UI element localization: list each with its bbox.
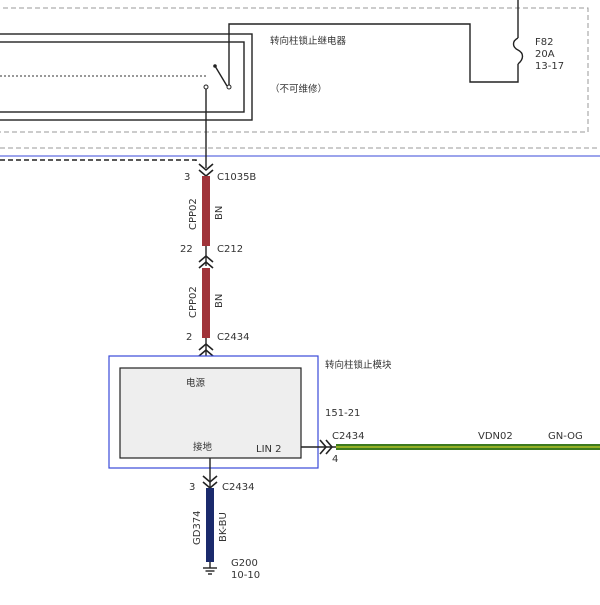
connector-c2434-top-pin: 2	[186, 332, 192, 343]
fuse-location: 13-17	[535, 61, 564, 72]
connector-c2434-top-label: C2434	[217, 332, 249, 343]
connector-c2434-lin-icon	[319, 439, 334, 455]
fuse-symbol-icon	[512, 37, 524, 65]
housing-dashed-bracket	[0, 159, 197, 163]
connector-c2434-ground-pin: 3	[189, 482, 195, 493]
connector-c212-label: C212	[217, 244, 243, 255]
ground-wire-circuit: GD374	[192, 510, 203, 545]
connector-c2434-ground-label: C2434	[222, 482, 254, 493]
relay-to-fuse-wire	[228, 23, 519, 85]
wire-segment-1-circuit: CPP02	[188, 198, 199, 230]
module-inner-box	[119, 367, 302, 459]
connector-c212-icon	[198, 254, 214, 269]
lin-wire-color: GN-OG	[548, 431, 583, 442]
relay-switch-arm	[214, 65, 228, 87]
ground-symbol-icon	[203, 567, 217, 575]
ground-wire	[206, 488, 214, 562]
fuse-id: F82	[535, 37, 553, 48]
wire-segment-1-color: BN	[214, 206, 225, 220]
wire-segment-2-color: BN	[214, 294, 225, 308]
module-power-label: 电源	[186, 377, 206, 389]
relay-switch-pivot	[213, 64, 217, 68]
relay-note: （不可维修）	[270, 83, 327, 95]
connector-c1035b-pin: 3	[184, 172, 190, 183]
module-title: 转向柱锁止模块	[325, 359, 392, 371]
ground-wire-color: BK-BU	[218, 512, 229, 542]
wire-segment-1	[202, 176, 210, 246]
module-page-ref: 151-21	[325, 408, 360, 419]
housing-dashed-border	[0, 7, 589, 133]
relay-contact-left	[203, 84, 209, 90]
ground-point-location: 10-10	[231, 570, 260, 581]
module-lin-label: LIN 2	[256, 444, 282, 455]
module-ground-label: 接地	[193, 441, 213, 453]
lin-wire-circuit: VDN02	[478, 431, 513, 442]
relay-inner-box	[0, 41, 245, 113]
ground-point-id: G200	[231, 558, 258, 569]
connector-c212-pin: 22	[180, 244, 193, 255]
wire-segment-2	[202, 268, 210, 338]
relay-contact-right	[226, 84, 232, 90]
connector-c1035b-label: C1035B	[217, 172, 256, 183]
connector-c2434-lin-label: C2434	[332, 431, 364, 442]
fuse-rating: 20A	[535, 49, 555, 60]
connector-c2434-top-icon	[198, 342, 214, 357]
connector-c2434-lin-pin: 4	[332, 454, 338, 465]
relay-outer-box	[0, 33, 253, 121]
relay-title: 转向柱锁止继电器	[270, 35, 347, 47]
wire-segment-2-circuit: CPP02	[188, 286, 199, 318]
